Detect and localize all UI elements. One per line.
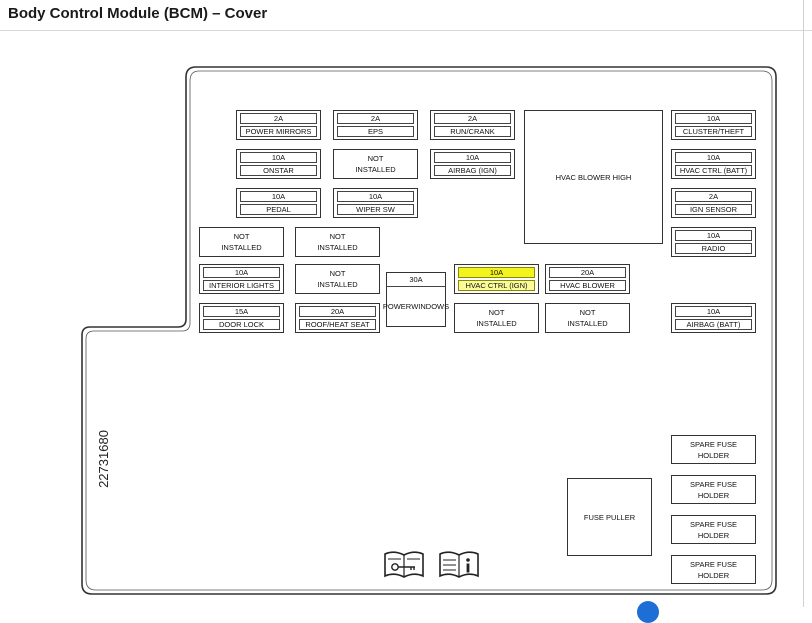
fuse-label: HVAC BLOWER: [549, 280, 626, 291]
fuse-amperage: 2A: [434, 113, 511, 124]
page-edge: [803, 0, 804, 607]
fuse-amperage: 10A: [675, 306, 752, 317]
spare-line-2: HOLDER: [697, 450, 730, 460]
fuse-wiper-sw: 10A WIPER SW: [333, 188, 418, 218]
spare-line-1: SPARE FUSE: [690, 479, 737, 489]
slot-line-2: INSTALLED: [567, 319, 608, 328]
fuse-label: RADIO: [675, 243, 752, 254]
fuse-hvac-blower: 20A HVAC BLOWER: [545, 264, 630, 294]
slot-not-installed: NOT INSTALLED: [199, 227, 284, 257]
fuse-amperage: 10A: [240, 152, 317, 163]
fuse-ign-sensor: 2A IGN SENSOR: [671, 188, 756, 218]
slot-not-installed: NOT INSTALLED: [295, 264, 380, 294]
fuse-puller: FUSE PULLER: [567, 478, 652, 556]
spare-line-1: SPARE FUSE: [690, 439, 737, 449]
slot-line-2: INSTALLED: [317, 280, 358, 289]
spare-fuse-holder: SPARE FUSE HOLDER: [671, 555, 756, 584]
fuse-amperage: 2A: [675, 191, 752, 202]
fuse-amperage: 20A: [299, 306, 376, 317]
fuse-label: EPS: [337, 126, 414, 137]
fuse-power-mirrors: 2A POWER MIRRORS: [236, 110, 321, 140]
spare-fuse-holder: SPARE FUSE HOLDER: [671, 435, 756, 464]
fuse-label: PEDAL: [240, 204, 317, 215]
fuse-label: IGN SENSOR: [675, 204, 752, 215]
fuse-hvac-ctrl-ign-highlighted: 10A HVAC CTRL (IGN): [454, 264, 539, 294]
fuse-label: INTERIOR LIGHTS: [203, 280, 280, 291]
fuse-label: RUN/CRANK: [434, 126, 511, 137]
fuse-onstar: 10A ONSTAR: [236, 149, 321, 179]
slot-not-installed: NOT INSTALLED: [545, 303, 630, 333]
manual-info-icon: [439, 551, 479, 578]
spare-line-2: HOLDER: [697, 490, 730, 500]
fuse-label: WIPER SW: [337, 204, 414, 215]
fuse-amperage: 10A: [675, 113, 752, 124]
slot-line-2: INSTALLED: [221, 243, 262, 252]
slot-not-installed: NOT INSTALLED: [454, 303, 539, 333]
fuse-label: AIRBAG (IGN): [434, 165, 511, 176]
fuse-run-crank: 2A RUN/CRANK: [430, 110, 515, 140]
fuse-airbag-batt: 10A AIRBAG (BATT): [671, 303, 756, 333]
fuse-puller-label: FUSE PULLER: [583, 512, 636, 522]
fuse-label: DOOR LOCK: [203, 319, 280, 330]
spare-fuse-holder: SPARE FUSE HOLDER: [671, 475, 756, 504]
slot-line-1: NOT: [367, 154, 384, 163]
fuse-airbag-ign: 10A AIRBAG (IGN): [430, 149, 515, 179]
fuse-label: POWER MIRRORS: [240, 126, 317, 137]
fuse-cluster-theft: 10A CLUSTER/THEFT: [671, 110, 756, 140]
spare-line-2: HOLDER: [697, 570, 730, 580]
relay-label: HVAC BLOWER HIGH: [555, 172, 632, 182]
fuse-label: HVAC CTRL (IGN): [458, 280, 535, 291]
fuse-pedal: 10A PEDAL: [236, 188, 321, 218]
fuse-amperage: 30A: [387, 273, 445, 287]
slot-line-1: NOT: [233, 232, 250, 241]
fuse-eps: 2A EPS: [333, 110, 418, 140]
fuse-amperage: 10A: [458, 267, 535, 278]
slot-line-2: INSTALLED: [317, 243, 358, 252]
part-number: 22731680: [96, 430, 111, 488]
manual-key-icon: [384, 551, 424, 578]
slot-line-2: INSTALLED: [476, 319, 517, 328]
fuse-amperage: 10A: [203, 267, 280, 278]
fuse-amperage: 10A: [337, 191, 414, 202]
relay-hvac-blower-high: HVAC BLOWER HIGH: [524, 110, 663, 244]
slot-line-1: NOT: [488, 308, 505, 317]
page-title: Body Control Module (BCM) – Cover: [8, 5, 268, 22]
spare-line-1: SPARE FUSE: [690, 559, 737, 569]
spare-line-1: SPARE FUSE: [690, 519, 737, 529]
fuse-label-block: POWER WINDOWS: [383, 287, 449, 326]
fuse-label-line-2: WINDOWS: [411, 301, 450, 311]
slot-line-1: NOT: [329, 269, 346, 278]
slot-not-installed: NOT INSTALLED: [295, 227, 380, 257]
fuse-label: ROOF/HEAT SEAT: [299, 319, 376, 330]
slot-line-1: NOT: [579, 308, 596, 317]
fuse-amperage: 20A: [549, 267, 626, 278]
slot-line-2: INSTALLED: [355, 165, 396, 174]
fuse-amperage: 2A: [337, 113, 414, 124]
fuse-hvac-ctrl-batt: 10A HVAC CTRL (BATT): [671, 149, 756, 179]
fuse-label-line-1: POWER: [382, 301, 412, 311]
spare-line-2: HOLDER: [697, 530, 730, 540]
fuse-power-windows: 30A POWER WINDOWS: [383, 272, 449, 327]
fuse-amperage: 10A: [434, 152, 511, 163]
fuse-label: HVAC CTRL (BATT): [675, 165, 752, 176]
fuse-amperage: 10A: [675, 152, 752, 163]
title-divider: [0, 30, 812, 31]
slot-line-1: NOT: [329, 232, 346, 241]
fuse-interior-lights: 10A INTERIOR LIGHTS: [199, 264, 284, 294]
spare-fuse-holder: SPARE FUSE HOLDER: [671, 515, 756, 544]
fuse-roof-heat-seat: 20A ROOF/HEAT SEAT: [295, 303, 380, 333]
fuse-amperage: 15A: [203, 306, 280, 317]
fuse-amperage: 10A: [240, 191, 317, 202]
fuse-door-lock: 15A DOOR LOCK: [199, 303, 284, 333]
fuse-label: ONSTAR: [240, 165, 317, 176]
fuse-radio: 10A RADIO: [671, 227, 756, 257]
fuse-label: AIRBAG (BATT): [675, 319, 752, 330]
fuse-label: CLUSTER/THEFT: [675, 126, 752, 137]
fuse-amperage: 2A: [240, 113, 317, 124]
fuse-amperage: 10A: [675, 230, 752, 241]
corner-indicator: [637, 601, 659, 623]
slot-not-installed: NOT INSTALLED: [333, 149, 418, 179]
